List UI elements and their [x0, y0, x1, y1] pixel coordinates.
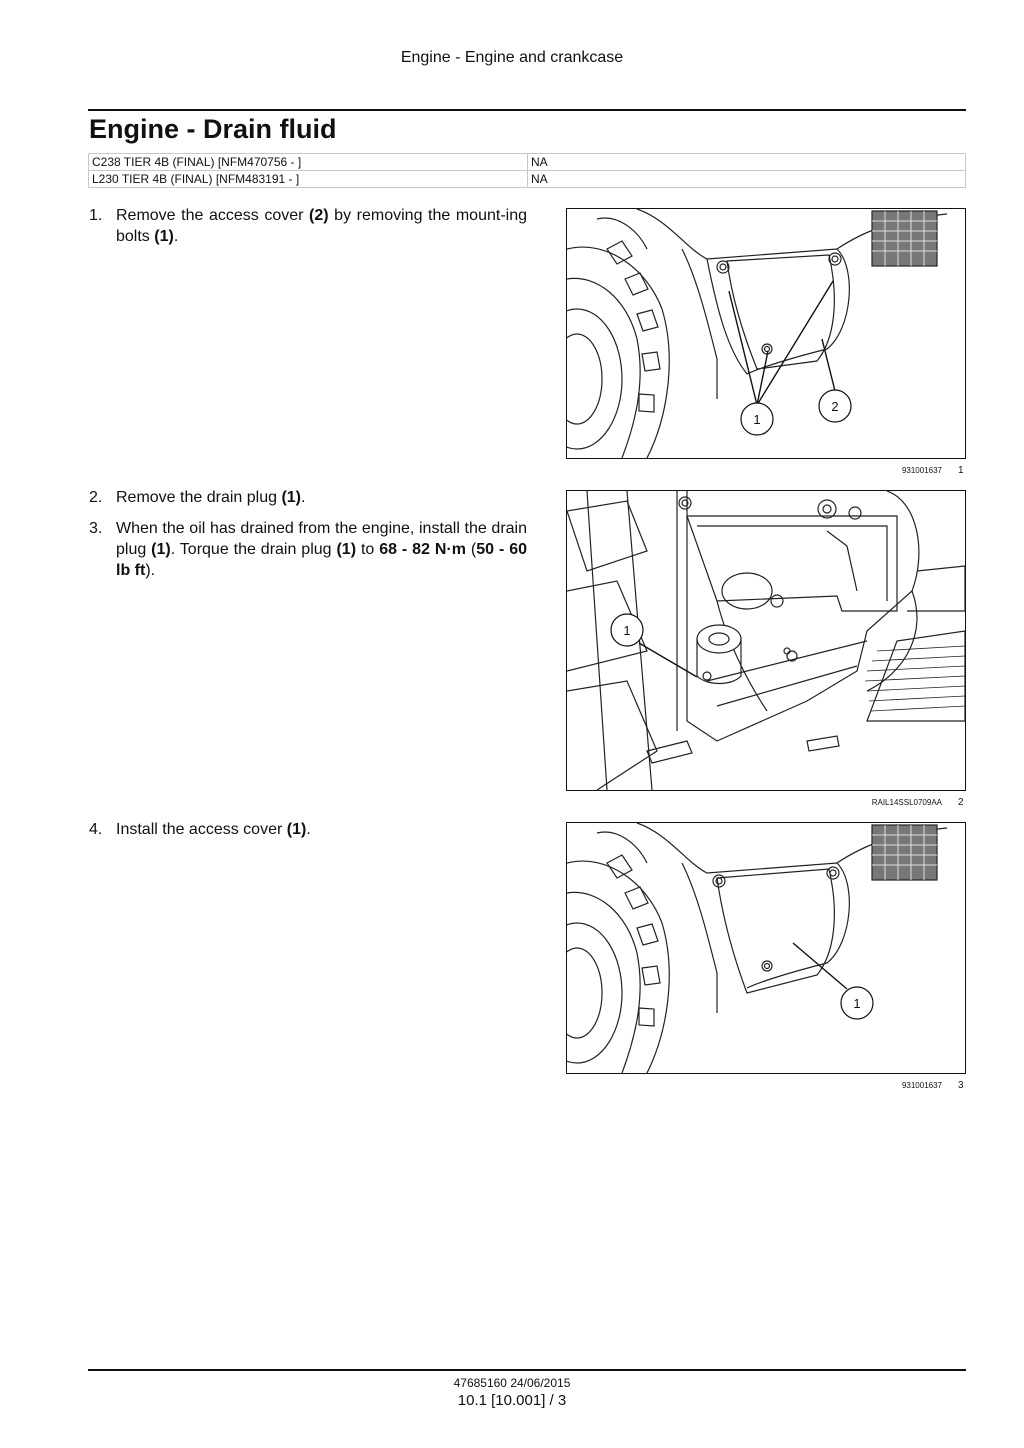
callout-bubble [740, 402, 774, 436]
torque-value-imperial: 50 - 60 lb ft [116, 541, 528, 579]
text-run: Remove the drain plug [116, 489, 282, 506]
callout-ref: (1) [281, 489, 301, 506]
engine-bay-drawing [676, 491, 920, 742]
callout-label: 2 [831, 399, 838, 414]
figure-number: 2 [958, 797, 964, 808]
table-row: L230 TIER 4B (FINAL) [NFM483191 - ] NA [88, 170, 966, 188]
grille-drawing [871, 210, 938, 267]
footer-doc-code: 47685160 24/06/2015 [453, 1376, 571, 1390]
step-text: Remove the drain plug (1). [116, 487, 527, 508]
leader-line [638, 642, 698, 678]
figure-number: 3 [958, 1080, 964, 1091]
callout-label: 1 [853, 996, 860, 1011]
text-run: . [306, 821, 311, 838]
step-3: 3. When the oil has drained from the eng… [89, 518, 527, 581]
text-run: . [301, 489, 306, 506]
oil-filter-drawing [696, 624, 742, 685]
access-cover-drawing [712, 866, 840, 994]
callout-bubble [840, 986, 874, 1020]
access-cover-drawing [716, 252, 842, 370]
footer-rule [88, 1369, 966, 1371]
callout-ref: (1) [286, 821, 307, 838]
text-run: . [173, 228, 179, 245]
grille-drawing [871, 824, 938, 881]
text-run: ). [145, 562, 156, 579]
callout-bubble [610, 613, 644, 647]
callout-ref: (1) [336, 541, 357, 558]
step-text: Install the access cover (1). [116, 819, 527, 840]
step-2: 2. Remove the drain plug (1). [89, 487, 527, 508]
leader-lines [728, 280, 836, 406]
callout-bubble [818, 389, 852, 423]
text-run: by removing the mount-ing bolts [116, 207, 527, 245]
bolt-drawings [678, 496, 862, 681]
step-number: 4. [89, 821, 103, 838]
model-cell: L230 TIER 4B (FINAL) [NFM483191 - ] [88, 170, 528, 188]
model-cell: C238 TIER 4B (FINAL) [NFM470756 - ] [88, 153, 528, 171]
applicability-table: C238 TIER 4B (FINAL) [NFM470756 - ] NA L… [88, 153, 966, 188]
torque-value: 68 - 82 N·m [379, 541, 466, 558]
figure-code: 931001637 [901, 1081, 942, 1090]
tire-drawing [567, 831, 670, 1073]
step-number: 1. [89, 207, 103, 224]
callout-label: 1 [753, 412, 760, 427]
callout-label: 1 [623, 623, 630, 638]
step-1: 1. Remove the access cover (2) by removi… [89, 205, 527, 247]
callout-ref: (1) [154, 228, 174, 245]
figure-code: RAIL14SSL0709AA [871, 798, 942, 807]
value-cell: NA [527, 153, 966, 171]
figure-code: 931001637 [901, 466, 942, 475]
callout-ref: (1) [151, 541, 171, 558]
text-run: to [356, 541, 380, 558]
text-run: When the oil has drained from the engine… [116, 520, 527, 558]
value-cell: NA [527, 170, 966, 188]
figure-1-illustration: 1 2 [566, 208, 966, 459]
callout-ref: (2) [309, 207, 329, 224]
step-number: 2. [89, 489, 103, 506]
text-run: ( [466, 541, 477, 558]
figure-3-illustration: 1 [566, 822, 966, 1074]
text-run: . Torque the drain plug [170, 541, 337, 558]
text-run: Install the access cover [116, 821, 287, 838]
text-run: Remove the access cover [116, 207, 310, 224]
figure-2-illustration: 1 [566, 490, 966, 791]
tire-drawing [567, 217, 670, 458]
figure-number: 1 [958, 465, 964, 476]
leader-line [792, 942, 848, 990]
step-text: When the oil has drained from the engine… [116, 518, 527, 581]
step-number: 3. [89, 520, 103, 537]
page-title: Engine - Drain fluid [89, 114, 337, 144]
step-4: 4. Install the access cover (1). [89, 819, 527, 840]
table-row: C238 TIER 4B (FINAL) [NFM470756 - ] NA [88, 153, 966, 171]
footer-page-number: 10.1 [10.001] / 3 [457, 1392, 567, 1409]
header-rule [88, 109, 966, 111]
running-header: Engine - Engine and crankcase [400, 49, 624, 66]
step-text: Remove the access cover (2) by removing … [116, 205, 527, 247]
